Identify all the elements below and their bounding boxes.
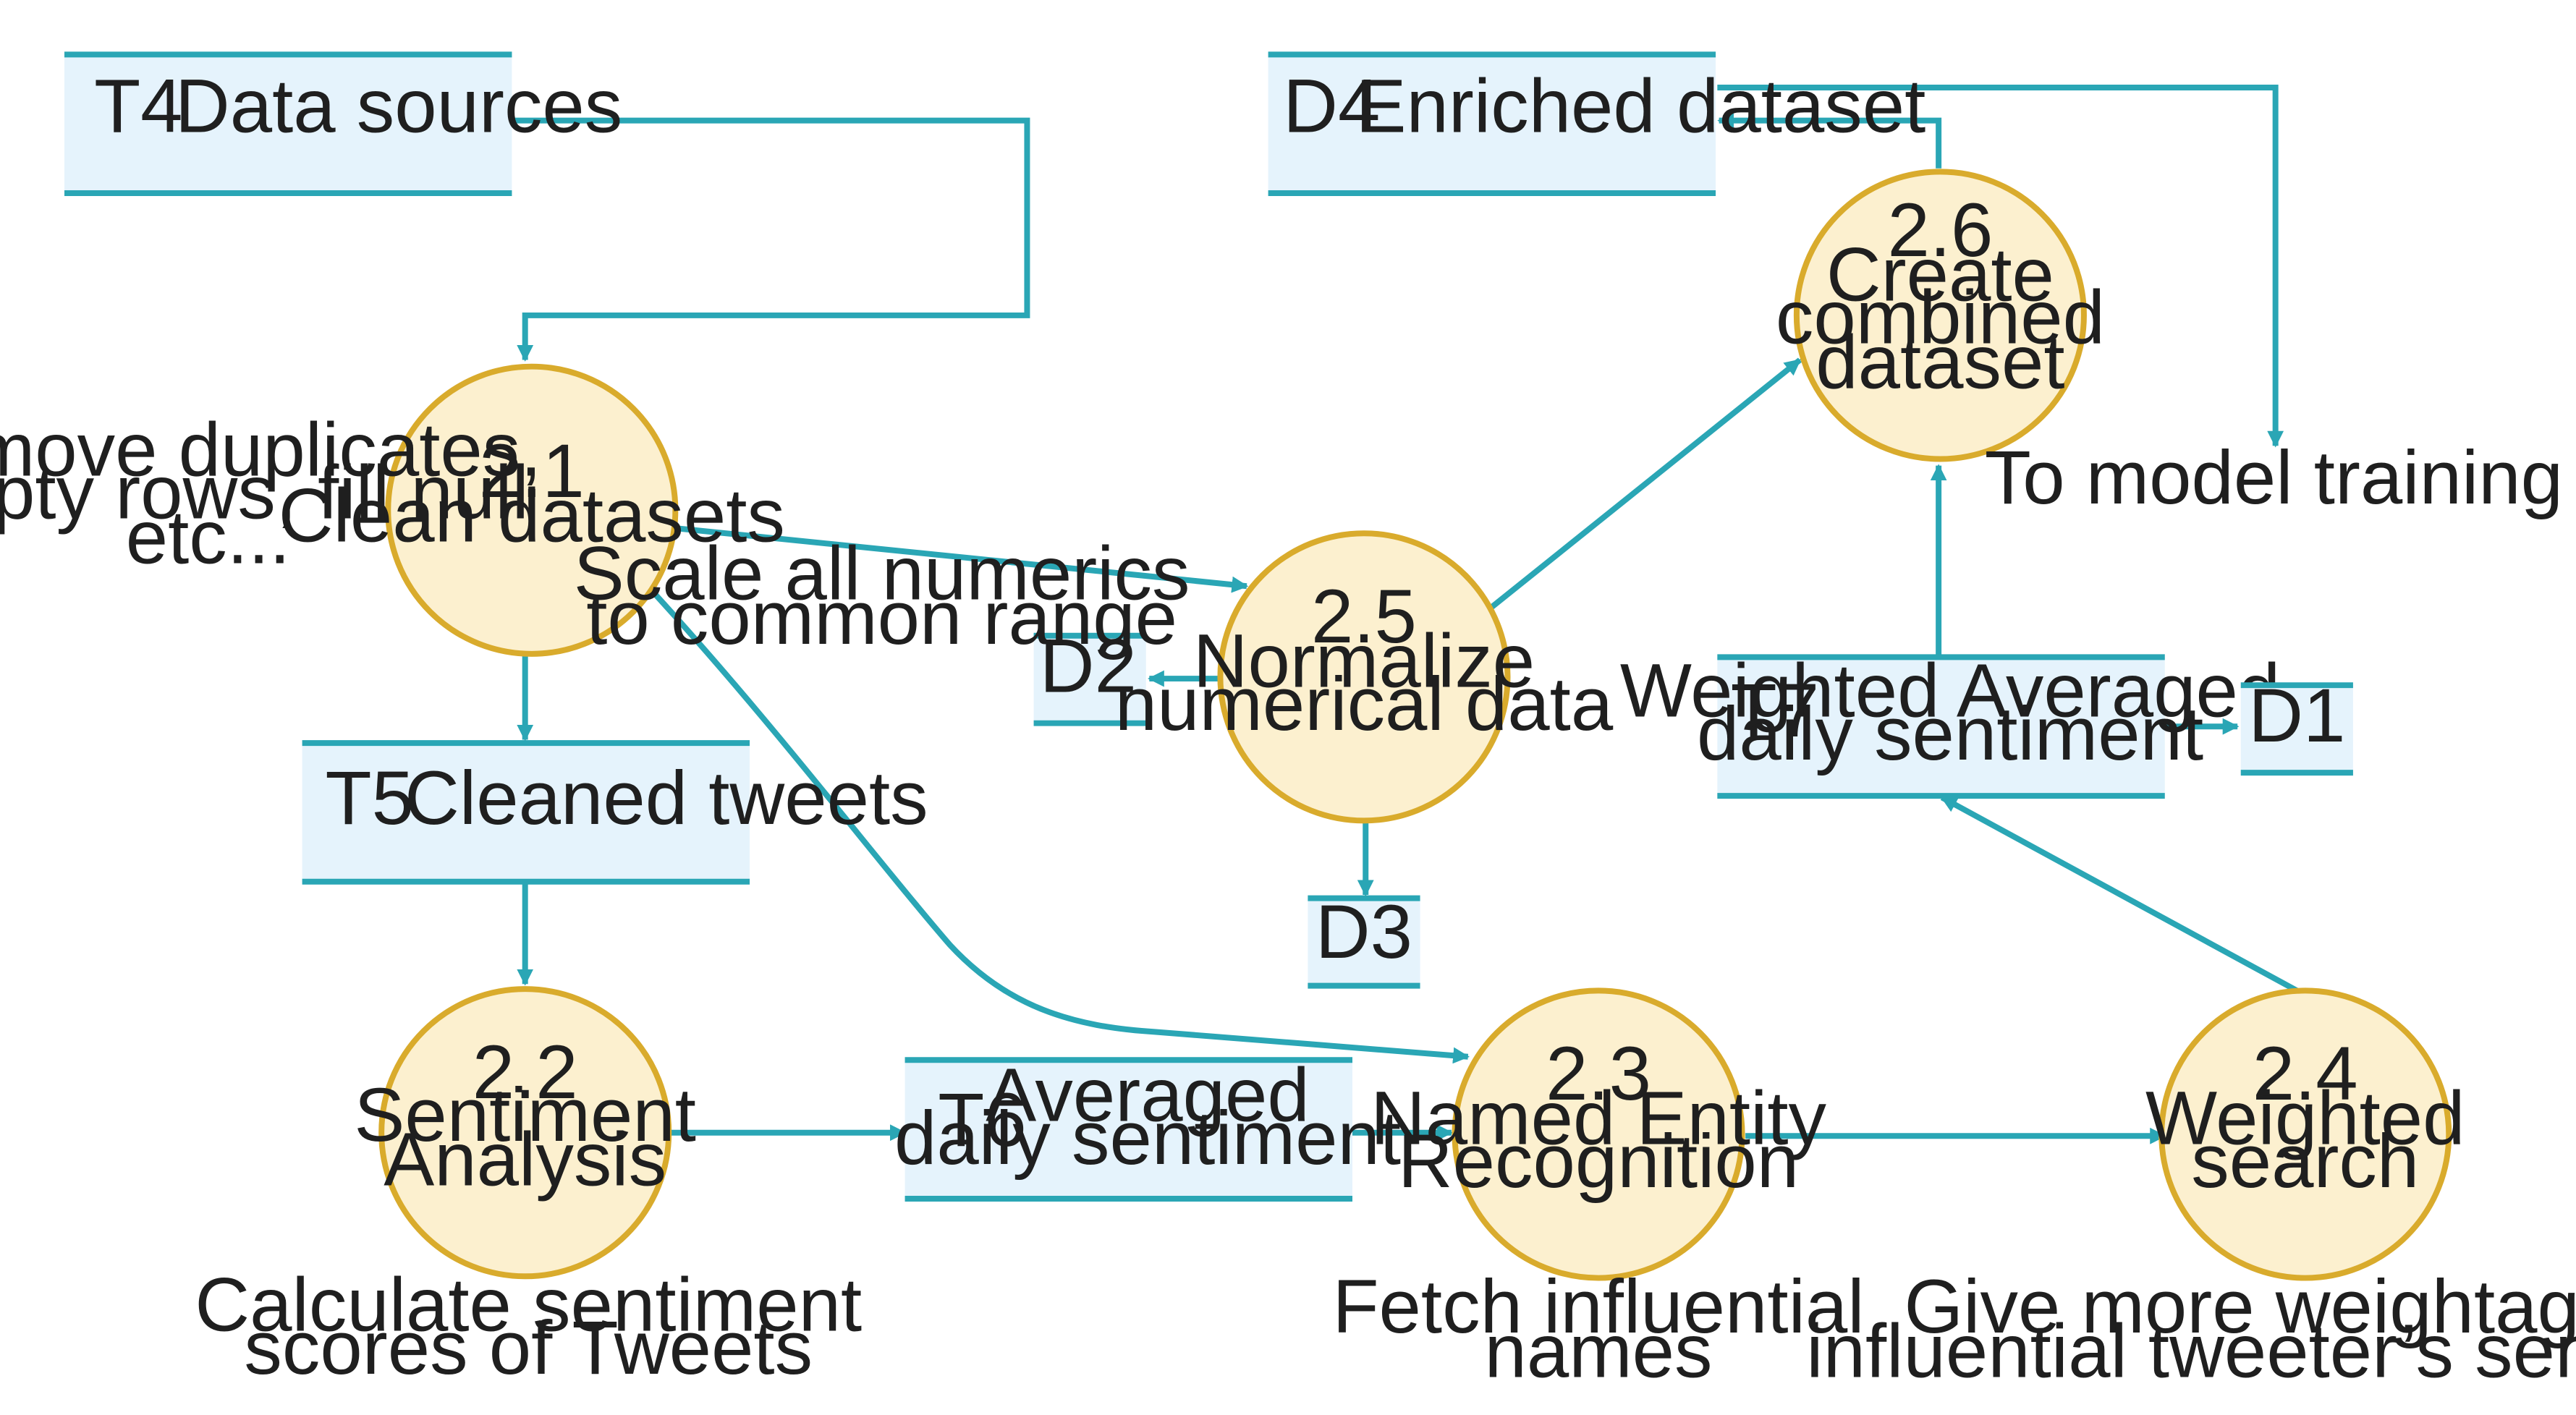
store-label-t7-line2: daily sentiment (1697, 692, 2203, 776)
process-number-2-1: 2.1 (479, 429, 585, 514)
flow-2-1-to-2-3 (650, 589, 1470, 1064)
note-sentiment-line2: scores of Tweets (244, 1306, 813, 1390)
process-2-3: 2.3 Named Entity Recognition (1370, 987, 1827, 1281)
process-number-2-2: 2.2 (473, 1030, 578, 1115)
process-number-2-3: 2.3 (1546, 1032, 1651, 1116)
flows (512, 84, 2299, 1144)
flow-d4-to-training (1717, 84, 2284, 448)
process-2-1: 2.1 Clean datasets (279, 363, 785, 657)
store-id-t6: T6 (938, 1078, 1026, 1163)
process-label-2-3-line2: Recognition (1398, 1119, 1799, 1204)
process-label-2-1: Clean datasets (279, 474, 785, 558)
process-label-2-6-line2: combined (1776, 276, 2105, 360)
note-fetch-line1: Fetch influential (1332, 1265, 1864, 1349)
process-number-2-4: 2.4 (2253, 1032, 2358, 1116)
data-store-d3: D3 (1308, 890, 1420, 989)
process-label-2-3-line1: Named Entity (1370, 1076, 1827, 1161)
note-fetch-line2: names (1485, 1309, 1713, 1393)
process-label-2-6-line1: Create (1826, 232, 2054, 317)
store-label-t6-line2: daily sentiment (894, 1096, 1401, 1181)
store-id-d4: D4 (1283, 64, 1380, 149)
flow-2-6-to-d4 (1717, 112, 1942, 169)
flow-2-4-to-t7 (1940, 794, 2299, 993)
note-scale-numerics: Scale all numerics to common range (574, 531, 1190, 660)
store-id-t4: T4 (94, 64, 182, 149)
process-label-2-4-line1: Weighted (2145, 1076, 2465, 1161)
store-id-d1: D1 (2248, 673, 2345, 758)
data-store-t6: T6 Averaged daily sentiment (894, 1053, 1401, 1202)
process-2-2: 2.2 Sentiment Analysis (354, 986, 696, 1280)
note-clean-datasets: Remove duplicates, empty rows, fill null… (0, 407, 541, 579)
process-label-2-5-line2: numerical data (1115, 662, 1614, 747)
note-model-training: To model training (1985, 435, 2563, 520)
flow-2-5-to-2-6 (1489, 357, 1802, 611)
process-number-2-6: 2.6 (1887, 188, 1993, 273)
data-store-t7: T7 Weighted Averaged daily sentiment (1620, 649, 2280, 799)
store-id-t7: T7 (1731, 668, 1819, 753)
data-store-t4: T4 Data sources (64, 51, 622, 197)
note-sentiment-scores: Calculate sentiment scores of Tweets (195, 1263, 862, 1390)
flow-2-1-to-2-5 (677, 525, 1249, 593)
note-clean-line1: Remove duplicates, (0, 407, 541, 492)
data-store-d2: D2 (1033, 624, 1146, 726)
process-label-2-2-line2: Analysis (384, 1118, 666, 1202)
process-label-2-6-line3: dataset (1816, 320, 2064, 404)
flow-t4-to-2-1 (512, 117, 1030, 362)
process-2-5: 2.5 Normalize numerical data (1115, 530, 1614, 824)
note-clean-line2: empty rows, fill null (0, 451, 529, 535)
data-store-d4: D4 Enriched dataset (1268, 51, 1926, 197)
note-sentiment-line1: Calculate sentiment (195, 1263, 862, 1348)
store-label-d4: Enriched dataset (1356, 64, 1926, 149)
store-id-d3: D3 (1315, 890, 1412, 974)
data-store-d1: D1 (2240, 673, 2353, 776)
note-scale-line2: to common range (586, 576, 1177, 660)
process-label-2-2-line1: Sentiment (354, 1073, 696, 1157)
store-label-t5: Cleaned tweets (404, 756, 928, 841)
note-weight-line2: influential tweeter’s sentiment (1806, 1309, 2576, 1393)
note-weight-line1: Give more weightage to (1904, 1265, 2576, 1349)
note-fetch-names: Fetch influential names (1332, 1265, 1864, 1394)
store-label-t4: Data sources (175, 64, 622, 149)
store-id-t5: T5 (326, 756, 414, 841)
process-2-4: 2.4 Weighted search (2145, 987, 2465, 1281)
note-clean-line3: etc... (126, 495, 291, 579)
data-store-t5: T5 Cleaned tweets (302, 740, 928, 885)
process-2-6: 2.6 Create combined dataset (1776, 169, 2105, 462)
store-label-t7-line1: Weighted Averaged (1620, 649, 2280, 734)
note-scale-line1: Scale all numerics (574, 531, 1190, 616)
store-label-t6-line1: Averaged (986, 1053, 1309, 1138)
process-label-2-4-line2: search (2191, 1119, 2419, 1204)
process-label-2-5-line1: Normalize (1193, 619, 1535, 703)
store-id-d2: D2 (1040, 624, 1137, 708)
process-number-2-5: 2.5 (1311, 574, 1417, 659)
note-weightage: Give more weightage to influential tweet… (1806, 1265, 2576, 1394)
